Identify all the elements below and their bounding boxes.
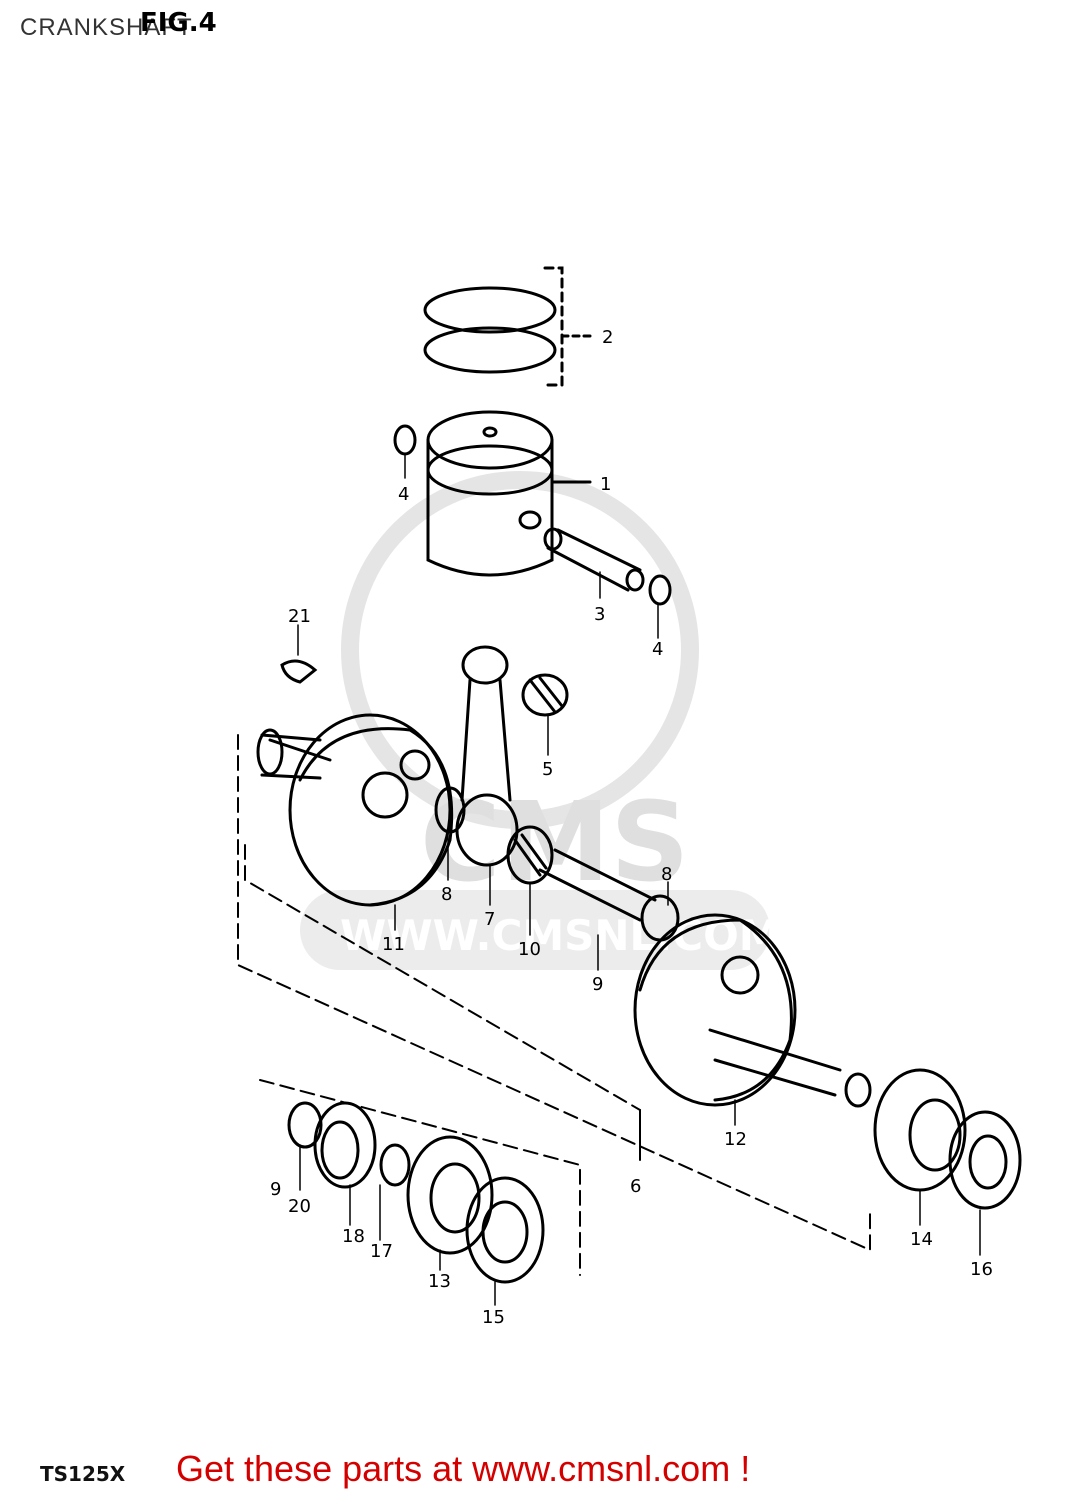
part-label: 10 [518,939,541,960]
bearing-left [406,1135,494,1255]
part-labels: 2 1 4 3 4 21 5 8 7 10 8 9 11 12 6 14 16 … [270,327,993,1328]
part-label: 13 [428,1271,451,1292]
piston-rings [423,266,592,387]
part-label: 9 [592,974,603,995]
part-label: 1 [600,474,611,495]
shop-link[interactable]: Get these parts at www.cmsnl.com ! [176,1448,751,1489]
part-label: 11 [382,934,405,955]
part-label: 2 [602,327,613,348]
part-label: 18 [342,1226,365,1247]
oil-seal-left [465,1176,545,1284]
part-label: 9 [270,1179,281,1200]
circlip-left [393,424,417,456]
needle-bearing-big-end [506,825,554,885]
shim-17 [379,1143,411,1187]
part-label: 4 [652,639,663,660]
woodruff-key [280,659,318,684]
spacer-20 [287,1101,323,1149]
part-label: 20 [288,1196,311,1217]
model-code: TS125X [40,1462,126,1486]
part-label: 3 [594,604,605,625]
part-label: 4 [398,484,409,505]
assembly-bracket [237,734,871,1276]
piston-pin [543,527,645,592]
needle-bearing-small-end [521,673,569,717]
crankshaft-half-right [633,913,872,1108]
part-label: 17 [370,1241,393,1262]
oil-seal-right [948,1110,1022,1210]
part-label: 21 [288,606,311,627]
part-label: 5 [542,759,553,780]
crankshaft-half-left [256,713,466,907]
part-label: 7 [484,909,495,930]
part-label: 12 [724,1129,747,1150]
part-label: 8 [661,864,672,885]
part-label: 6 [630,1176,641,1197]
primary-gear [313,1101,377,1189]
piston [426,410,592,577]
part-label: 16 [970,1259,993,1280]
circlip-right [648,574,672,606]
part-label: 14 [910,1229,933,1250]
page-title: CRANKSHAFT [20,14,193,41]
watermark-url: WWW.CMSNL.COM [340,911,781,960]
part-label: 15 [482,1307,505,1328]
watermark-brand: CMS [420,778,689,906]
figure-number: FIG.4 [140,8,217,38]
watermark-logo: CMS WWW.CMSNL.COM [300,471,781,970]
part-label: 8 [441,884,452,905]
